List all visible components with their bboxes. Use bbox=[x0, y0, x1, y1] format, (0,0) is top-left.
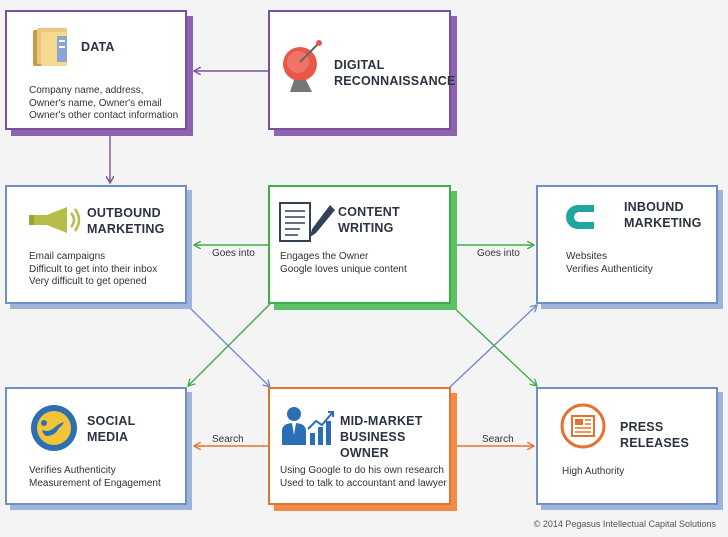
edge-label-search-right: Search bbox=[482, 434, 514, 445]
node-data-title: DATA bbox=[81, 40, 115, 54]
folder-icon bbox=[33, 28, 67, 66]
node-mid-market-owner: MID-MARKET BUSINESS OWNER Using Google t… bbox=[268, 387, 451, 505]
person-chart-icon bbox=[282, 407, 334, 445]
document-pen-icon bbox=[279, 202, 335, 242]
node-inbound-marketing: INBOUND MARKETING Websites Verifies Auth… bbox=[536, 185, 718, 304]
node-outbound-marketing: OUTBOUND MARKETING Email campaigns Diffi… bbox=[5, 185, 187, 304]
node-social-title: SOCIAL MEDIA bbox=[87, 414, 136, 444]
edge-outbound-to-owner bbox=[187, 305, 270, 387]
edge-owner-to-inbound bbox=[449, 305, 537, 388]
node-content-title: CONTENT WRITING bbox=[338, 205, 400, 235]
magnet-icon bbox=[566, 205, 594, 229]
edge-label-goes-into-right: Goes into bbox=[477, 248, 520, 259]
node-owner-desc: Using Google to do his own research Used… bbox=[280, 465, 447, 489]
social-bird-icon bbox=[31, 405, 77, 451]
satellite-dish-icon bbox=[283, 40, 322, 92]
copyright-text: © 2014 Pegasus Intellectual Capital Solu… bbox=[533, 519, 716, 529]
node-recon-title: DIGITAL RECONNAISSANCE bbox=[334, 58, 456, 88]
node-inbound-title: INBOUND MARKETING bbox=[624, 200, 702, 230]
node-press-title: PRESS RELEASES bbox=[620, 420, 689, 450]
edge-content-to-press bbox=[449, 303, 537, 386]
newspaper-icon bbox=[560, 403, 606, 449]
node-social-media: SOCIAL MEDIA Verifies Authenticity Measu… bbox=[5, 387, 187, 505]
node-digital-reconnaissance: DIGITAL RECONNAISSANCE bbox=[268, 10, 455, 130]
node-outbound-desc: Email campaigns Difficult to get into th… bbox=[29, 251, 158, 287]
node-owner-title: MID-MARKET BUSINESS OWNER bbox=[340, 414, 423, 460]
megaphone-icon bbox=[29, 207, 81, 233]
node-social-desc: Verifies Authenticity Measurement of Eng… bbox=[29, 465, 161, 489]
edge-label-search-left: Search bbox=[212, 434, 244, 445]
node-content-desc: Engages the Owner Google loves unique co… bbox=[280, 251, 407, 275]
node-data-desc: Company name, address, Owner's name, Own… bbox=[29, 85, 179, 121]
node-inbound-desc: Websites Verifies Authenticity bbox=[566, 251, 653, 275]
node-press-desc: High Authority bbox=[562, 466, 625, 477]
node-content-writing: CONTENT WRITING Engages the Owner Google… bbox=[268, 185, 451, 304]
node-press-releases: PRESS RELEASES High Authority bbox=[536, 387, 718, 505]
edge-content-to-social bbox=[188, 303, 271, 386]
node-outbound-title: OUTBOUND MARKETING bbox=[87, 206, 165, 236]
edge-label-goes-into-left: Goes into bbox=[212, 248, 255, 259]
node-data: DATA Company name, address, Owner's name… bbox=[5, 10, 187, 130]
